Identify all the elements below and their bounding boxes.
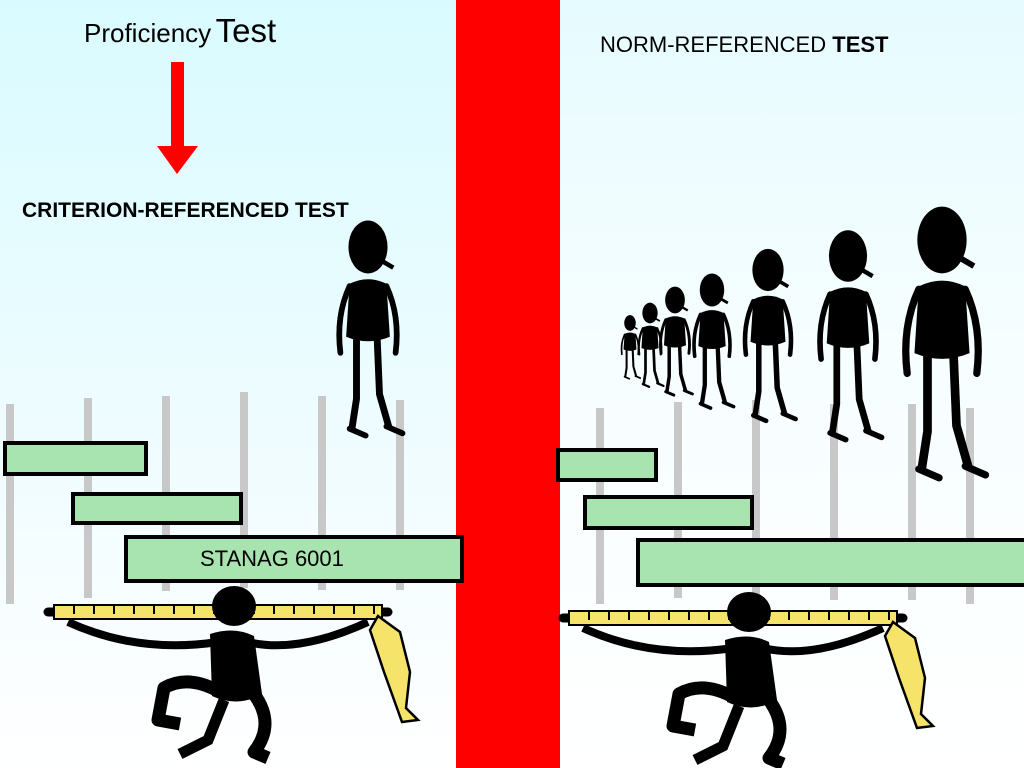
- figure-size-6: [820, 230, 882, 439]
- figure-size-1: [620, 314, 642, 380]
- left-scene: [3, 62, 464, 758]
- title-word-proficiency: Proficiency: [84, 18, 212, 48]
- figure-size-4: [694, 273, 734, 408]
- figure-size-5: [745, 249, 796, 421]
- step-right-3: [636, 538, 1024, 587]
- figure-size-3: [658, 284, 695, 397]
- criterion-referenced-label: CRITERION-REFERENCED TEST: [22, 199, 349, 222]
- title-word-test: Test: [215, 12, 277, 49]
- standing-figure-left: [339, 221, 402, 436]
- crouching-figure-with-tape-right: [563, 592, 933, 764]
- step-right-2: [583, 495, 754, 530]
- step-left-1: [3, 441, 148, 476]
- step-right-1: [556, 448, 658, 482]
- norm-label-bold: TEST: [832, 32, 889, 57]
- stanag-step-label: STANAG 6001: [200, 546, 344, 571]
- proficiency-test-title: Proficiency Test: [84, 12, 276, 50]
- right-scene: [556, 207, 1024, 764]
- right-panel: [560, 0, 1024, 768]
- crouching-figure-with-tape-left: [48, 586, 418, 758]
- step-left-2: [71, 492, 243, 525]
- norm-referenced-label: NORM-REFERENCED TEST: [600, 32, 888, 58]
- down-arrow-icon: [157, 62, 198, 174]
- norm-label-regular: NORM-REFERENCED: [600, 32, 827, 57]
- step-left-3: [124, 535, 464, 583]
- center-divider: [456, 0, 560, 768]
